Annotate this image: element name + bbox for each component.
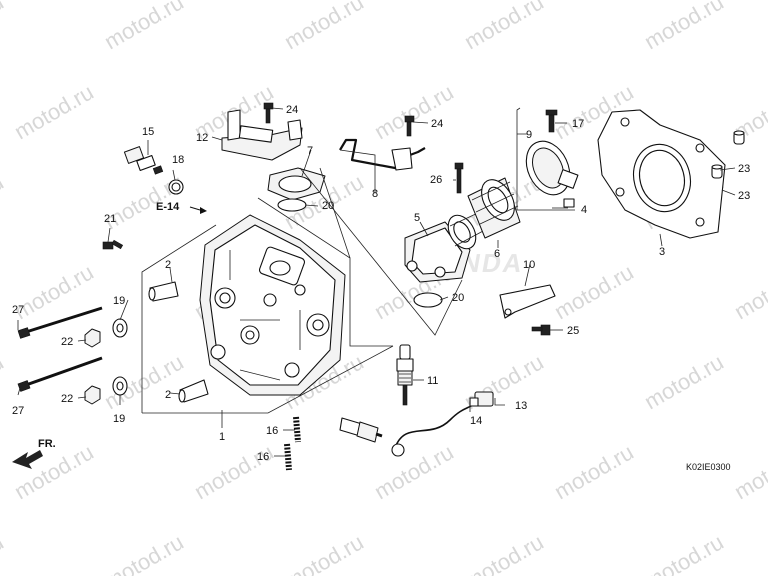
dowel-pin[interactable] bbox=[178, 379, 209, 403]
cap-nut[interactable] bbox=[84, 385, 101, 405]
part-number-20[interactable]: 20 bbox=[452, 292, 464, 304]
part-number-27[interactable]: 27 bbox=[12, 304, 24, 316]
watermark-text: motod.ru bbox=[100, 0, 188, 54]
bolt[interactable] bbox=[454, 162, 464, 194]
part-number-27[interactable]: 27 bbox=[12, 405, 24, 417]
part-number-2[interactable]: 2 bbox=[165, 259, 171, 271]
dowel-pin[interactable] bbox=[148, 281, 179, 302]
temperature-sensor[interactable] bbox=[123, 146, 164, 175]
watermark-text: motod.ru bbox=[0, 169, 8, 234]
part-number-15[interactable]: 15 bbox=[142, 126, 154, 138]
part-number-8[interactable]: 8 bbox=[372, 188, 378, 200]
part-number-labels: 1 2 2 3 4 5 6 7 8 9 10 11 12 13 14 15 16… bbox=[12, 104, 750, 463]
part-number-18[interactable]: 18 bbox=[172, 154, 184, 166]
flange-bolt[interactable] bbox=[404, 115, 415, 137]
part-number-24[interactable]: 24 bbox=[431, 118, 443, 130]
reference-callout: E-14 bbox=[156, 201, 207, 214]
part-number-10[interactable]: 10 bbox=[523, 259, 535, 271]
stud-bolt[interactable] bbox=[293, 416, 301, 443]
front-direction-label: FR. bbox=[38, 438, 56, 450]
part-number-14[interactable]: 14 bbox=[470, 415, 482, 427]
watermark-text: motod.ru bbox=[550, 439, 638, 504]
part-number-16[interactable]: 16 bbox=[257, 451, 269, 463]
watermark-text: motod.ru bbox=[280, 0, 368, 54]
part-number-3[interactable]: 3 bbox=[659, 246, 665, 258]
reference-label: E-14 bbox=[156, 201, 180, 213]
part-number-24[interactable]: 24 bbox=[286, 104, 298, 116]
part-number-13[interactable]: 13 bbox=[515, 400, 527, 412]
watermark-text: motod.ru bbox=[640, 349, 728, 414]
cap-nut[interactable] bbox=[84, 328, 101, 348]
part-number-17[interactable]: 17 bbox=[572, 118, 584, 130]
o-ring[interactable] bbox=[277, 198, 307, 212]
watermark-text: motod.ru bbox=[640, 0, 728, 54]
part-number-1[interactable]: 1 bbox=[219, 431, 225, 443]
watermark-text: motod.ru bbox=[190, 439, 278, 504]
dowel-pin[interactable] bbox=[733, 130, 745, 145]
o-ring[interactable] bbox=[413, 292, 443, 308]
part-number-22[interactable]: 22 bbox=[61, 393, 73, 405]
watermark-text: motod.ru bbox=[0, 349, 8, 414]
part-number-12[interactable]: 12 bbox=[196, 132, 208, 144]
part-number-11[interactable]: 11 bbox=[427, 375, 438, 387]
manifold-gasket[interactable] bbox=[267, 167, 326, 201]
bolt[interactable] bbox=[102, 239, 124, 250]
engine-hanger-plate[interactable] bbox=[221, 109, 303, 161]
washer[interactable] bbox=[112, 318, 128, 338]
watermark-text: motod.ru bbox=[10, 79, 98, 144]
stay-bracket[interactable] bbox=[499, 284, 556, 319]
diagram-code: K02IE0300 bbox=[686, 462, 731, 472]
watermark-text: motod.ru bbox=[370, 439, 458, 504]
stud-bolt[interactable] bbox=[284, 443, 292, 471]
part-number-19[interactable]: 19 bbox=[113, 295, 125, 307]
stud-bolt[interactable] bbox=[17, 356, 103, 392]
part-number-7[interactable]: 7 bbox=[307, 145, 313, 157]
breather-pipe[interactable] bbox=[339, 138, 426, 171]
part-number-2[interactable]: 2 bbox=[165, 389, 171, 401]
watermark-text: motod.ru bbox=[100, 529, 188, 576]
leader-lines bbox=[17, 107, 736, 457]
cylinder-head-gasket[interactable] bbox=[597, 109, 726, 239]
part-number-22[interactable]: 22 bbox=[61, 336, 73, 348]
part-number-21[interactable]: 21 bbox=[104, 213, 116, 225]
dowel-pin[interactable] bbox=[711, 164, 723, 179]
part-number-9[interactable]: 9 bbox=[526, 129, 532, 141]
front-arrow: FR. bbox=[12, 438, 56, 469]
part-number-20[interactable]: 20 bbox=[322, 200, 334, 212]
part-number-25[interactable]: 25 bbox=[567, 325, 579, 337]
stud-bolt[interactable] bbox=[17, 306, 103, 339]
part-number-23[interactable]: 23 bbox=[738, 163, 750, 175]
watermark-text: motod.ru bbox=[370, 79, 458, 144]
watermark-text: motod.ru bbox=[280, 529, 368, 576]
part-number-26[interactable]: 26 bbox=[430, 174, 442, 186]
watermark-text: motod.ru bbox=[0, 0, 8, 54]
part-number-5[interactable]: 5 bbox=[414, 212, 420, 224]
part-number-6[interactable]: 6 bbox=[494, 248, 500, 260]
o-ring[interactable] bbox=[168, 179, 184, 195]
insulator-sleeve[interactable] bbox=[467, 174, 521, 239]
watermark-text: motod.ru bbox=[640, 529, 728, 576]
part-number-4[interactable]: 4 bbox=[581, 204, 587, 216]
watermark-text: motod.ru bbox=[730, 439, 768, 504]
watermark-text: motod.ru bbox=[460, 0, 548, 54]
hose-clamp[interactable] bbox=[518, 109, 579, 208]
spark-plug[interactable] bbox=[396, 344, 414, 406]
watermark-text: motod.ru bbox=[0, 529, 8, 576]
part-number-23[interactable]: 23 bbox=[738, 190, 750, 202]
watermark-text: motod.ru bbox=[100, 349, 188, 414]
part-number-16[interactable]: 16 bbox=[266, 425, 278, 437]
flange-bolt[interactable] bbox=[531, 324, 551, 336]
cylinder-head[interactable] bbox=[141, 197, 394, 414]
watermark-text: motod.ru bbox=[460, 529, 548, 576]
watermark-text: motod.ru bbox=[730, 259, 768, 324]
watermark-text: motod.ru bbox=[550, 259, 638, 324]
flange-bolt[interactable] bbox=[263, 102, 274, 124]
o2-sensor[interactable] bbox=[339, 391, 494, 457]
part-number-19[interactable]: 19 bbox=[113, 413, 125, 425]
intake-pipe[interactable] bbox=[404, 210, 486, 283]
washer[interactable] bbox=[112, 376, 128, 396]
